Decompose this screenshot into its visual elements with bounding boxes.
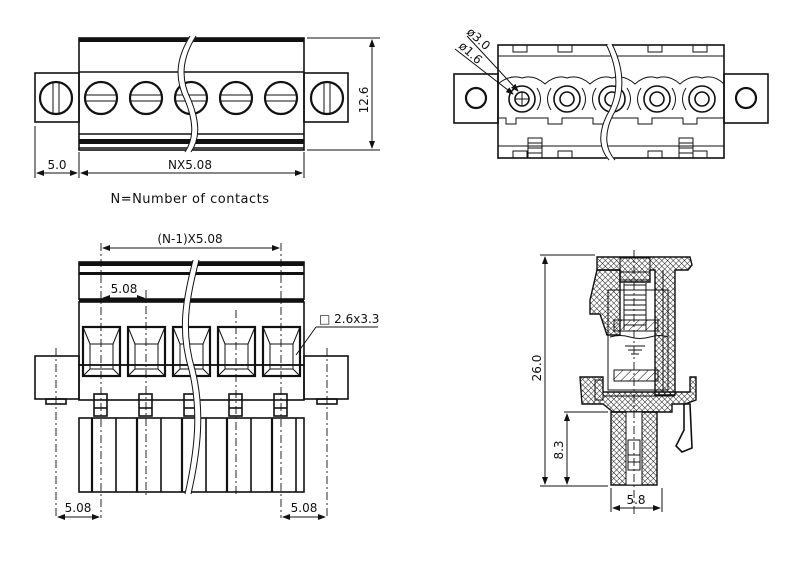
dim-width-label: 5.8 — [626, 493, 645, 507]
front-right-flange — [303, 355, 349, 400]
screw-icon — [128, 80, 164, 116]
plug-left-flange — [453, 73, 499, 124]
socket-icon — [643, 85, 671, 113]
dim-flange-label: 5.0 — [47, 158, 66, 172]
wire-entry-icon — [261, 325, 302, 378]
socket-icon — [688, 85, 716, 113]
screw-icon — [263, 80, 299, 116]
plug-body — [497, 44, 725, 159]
dim-left-offset-label: 5.08 — [65, 501, 92, 515]
wire-entry-icon — [216, 325, 257, 378]
dim-right-offset-label: 5.08 — [291, 501, 318, 515]
dim-pitch-label: 5.08 — [111, 282, 138, 296]
break-line — [600, 42, 623, 163]
right-flange-screw-icon — [309, 80, 345, 116]
wire-entry-icon — [126, 325, 167, 378]
side-section-view: 26.0 8.3 5.8 — [530, 250, 697, 515]
dim-pin-height-label: 8.3 — [552, 440, 566, 459]
contact-screws — [83, 80, 299, 116]
left-flange — [34, 72, 80, 123]
pin-contacts — [93, 393, 288, 417]
mounting-hole-icon — [464, 86, 488, 110]
front-left-flange — [34, 355, 80, 400]
screw-icon — [218, 80, 254, 116]
front-view: (N-1)X5.08 5.08 5.08 5.08 □ 2.6x3.3 — [34, 232, 379, 520]
plug-right-flange — [723, 73, 769, 124]
dim-total-height-label: 26.0 — [530, 355, 544, 382]
contacts-note: N=Number of contacts — [110, 192, 269, 207]
dim-height-label: 12.6 — [357, 87, 371, 114]
dim-span-label: (N-1)X5.08 — [157, 232, 222, 246]
socket-icon — [553, 85, 581, 113]
socket-icons — [508, 85, 716, 113]
break-line — [181, 259, 202, 495]
wire-entry-icon — [81, 325, 122, 378]
socket-icon — [508, 85, 536, 113]
top-view: 12.6 5.0 NX5.08 N=Number of contacts — [34, 34, 380, 207]
plug-face-view: ø3.0 ø1.6 — [453, 25, 769, 163]
break-line — [177, 34, 199, 154]
dim-wire-entry-label: □ 2.6x3.3 — [319, 312, 379, 326]
dim-length-label: NX5.08 — [168, 158, 212, 172]
screw-icon — [83, 80, 119, 116]
mounting-hole-icon — [734, 86, 758, 110]
right-flange — [303, 72, 349, 123]
left-flange-screw-icon — [38, 80, 74, 116]
